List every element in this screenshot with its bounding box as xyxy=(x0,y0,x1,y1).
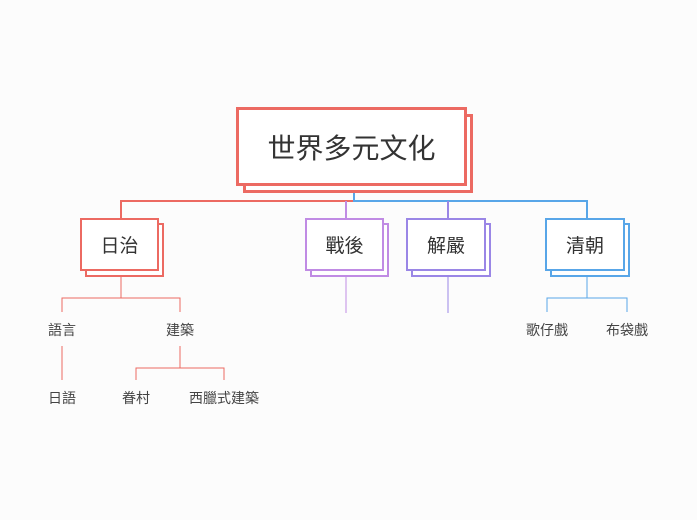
branch-rizhi-label: 日治 xyxy=(100,235,139,257)
branch-jieyan-label: 解嚴 xyxy=(426,235,465,257)
topic-juancun[interactable]: 眷村 xyxy=(122,391,150,407)
connector-root-right xyxy=(353,186,588,218)
topic-jianzhu[interactable]: 建築 xyxy=(166,323,194,339)
root-node-label: 世界多元文化 xyxy=(267,131,436,165)
connector-qingchao-children xyxy=(546,276,628,312)
branch-jieyan[interactable]: 解嚴 xyxy=(406,218,486,271)
topic-budaixi[interactable]: 布袋戲 xyxy=(606,323,648,339)
topic-yuyan[interactable]: 語言 xyxy=(48,323,76,339)
topic-xilashi-jianzhu[interactable]: 西臘式建築 xyxy=(189,391,259,407)
branch-rizhi[interactable]: 日治 xyxy=(80,218,159,271)
connector-jianzhu-children xyxy=(135,346,225,380)
topic-riyu[interactable]: 日語 xyxy=(48,391,76,407)
branch-zhanhou-label: 戰後 xyxy=(325,235,364,257)
topic-gezaixi[interactable]: 歌仔戲 xyxy=(526,323,568,339)
branch-qingchao-label: 清朝 xyxy=(565,235,604,257)
connector-rizhi-children xyxy=(61,276,181,312)
branch-qingchao[interactable]: 清朝 xyxy=(545,218,625,271)
root-node[interactable]: 世界多元文化 xyxy=(236,107,467,186)
branch-zhanhou[interactable]: 戰後 xyxy=(305,218,384,271)
